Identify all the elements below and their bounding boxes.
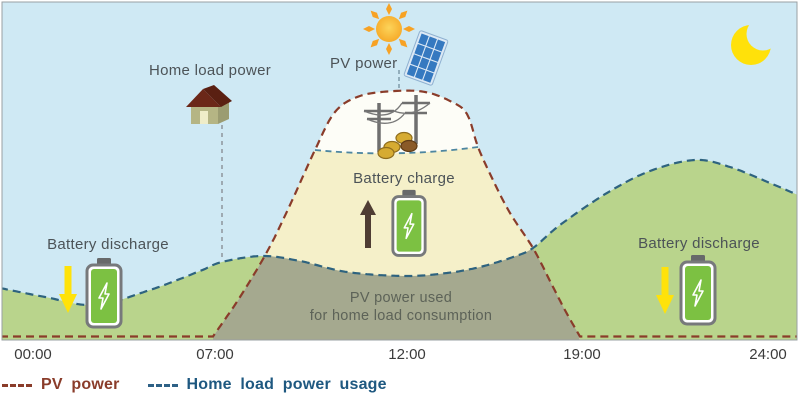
pv-power-label: PV power [330, 55, 398, 72]
sun-icon [363, 3, 415, 55]
pv-used-label: PV power used for home load consumption [309, 290, 493, 324]
pv-legend-label: PV power [41, 376, 120, 393]
home-load-power-label: Home load power [148, 62, 272, 79]
arrow-up-icon [360, 200, 376, 248]
battery-icon-right [679, 253, 717, 326]
tick-0700: 07:00 [196, 346, 234, 363]
battery-icon-left [85, 256, 123, 329]
tick-1200: 12:00 [388, 346, 426, 363]
grid-feed-dome-region [315, 90, 478, 154]
home-load-region [2, 159, 797, 340]
pv-legend-dash-icon [2, 383, 32, 387]
tick-2400: 24:00 [749, 346, 787, 363]
power-pole-icon [363, 95, 431, 152]
pv-used-region [213, 248, 580, 340]
solar-panel-icon [403, 30, 449, 86]
coins-icon [377, 131, 418, 160]
load-legend-label: Home load power usage [186, 376, 387, 393]
battery-discharge-label-left: Battery discharge [47, 236, 169, 253]
diagram-border [1, 1, 798, 341]
moon-icon [731, 17, 780, 65]
load-legend-dash-icon [147, 383, 178, 387]
battery-charge-label: Battery charge [353, 170, 455, 187]
battery-icon-middle [391, 188, 427, 257]
tick-0000: 00:00 [14, 346, 52, 363]
pv-power-curve [2, 89, 797, 338]
battery-discharge-label-right: Battery discharge [638, 235, 760, 252]
legend: PV power Home load power usage [2, 376, 387, 394]
house-icon [186, 85, 232, 124]
home-load-curve [2, 158, 797, 307]
tick-1900: 19:00 [563, 346, 601, 363]
